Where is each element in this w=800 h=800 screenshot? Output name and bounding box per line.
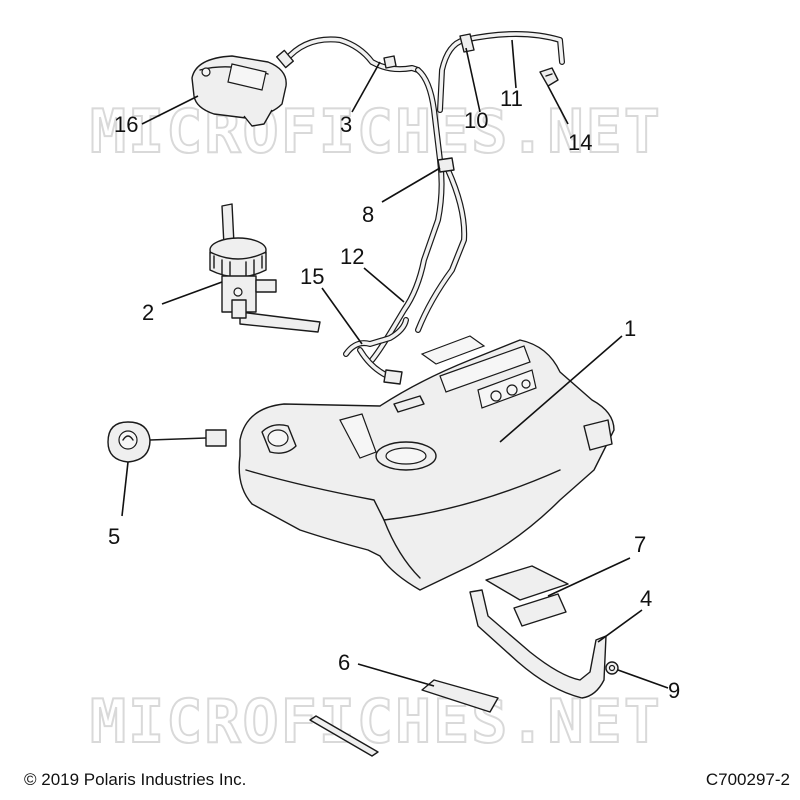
leader-4 [597, 609, 643, 643]
leader-8 [381, 167, 441, 203]
callout-4: 4 [640, 586, 652, 611]
part-11-vent-line [369, 31, 565, 363]
part-15-fuel-line [343, 317, 409, 385]
leader-10 [465, 47, 481, 113]
callout-12: 12 [340, 244, 364, 269]
part-14-fitting [539, 67, 559, 87]
leader-16 [141, 95, 199, 125]
part-1-fuel-tank [238, 335, 615, 591]
callout-9: 9 [668, 678, 680, 703]
part-7-pads [485, 565, 569, 627]
part-9-fastener [605, 661, 619, 675]
part-16-pump-cover [191, 55, 287, 127]
copyright-text: © 2019 Polaris Industries Inc. [24, 770, 247, 789]
leader-11 [511, 39, 517, 89]
part-5-fuel-cap [107, 421, 227, 463]
callout-1: 1 [624, 316, 636, 341]
part-4-tank-strap [469, 589, 607, 699]
callout-16: 16 [114, 112, 138, 137]
callout-6: 6 [338, 650, 350, 675]
callout-3: 3 [340, 112, 352, 137]
part-3-vent-hose [275, 36, 421, 73]
leader-6 [357, 663, 435, 687]
part-2-fuel-pump [209, 203, 321, 333]
leader-1 [499, 335, 623, 443]
callout-7: 7 [634, 532, 646, 557]
callout-14: 14 [568, 130, 592, 155]
callout-8: 8 [362, 202, 374, 227]
part-6-pad [309, 679, 499, 757]
leader-14 [547, 85, 569, 125]
leader-5 [121, 461, 129, 517]
leader-15 [321, 287, 363, 345]
callout-11: 11 [500, 86, 523, 111]
callout-15: 15 [300, 264, 324, 289]
watermark-top: MICROFICHES.NET [90, 97, 662, 167]
leader-9 [617, 669, 669, 689]
callout-2: 2 [142, 300, 154, 325]
leader-2 [161, 281, 223, 305]
callout-10: 10 [464, 108, 488, 133]
callout-5: 5 [108, 524, 120, 549]
drawing-number: C700297-2 [705, 770, 790, 789]
leader-7 [547, 557, 631, 597]
leader-3 [351, 61, 381, 113]
leader-12 [363, 267, 405, 303]
watermark-bottom: MICROFICHES.NET [90, 687, 662, 757]
